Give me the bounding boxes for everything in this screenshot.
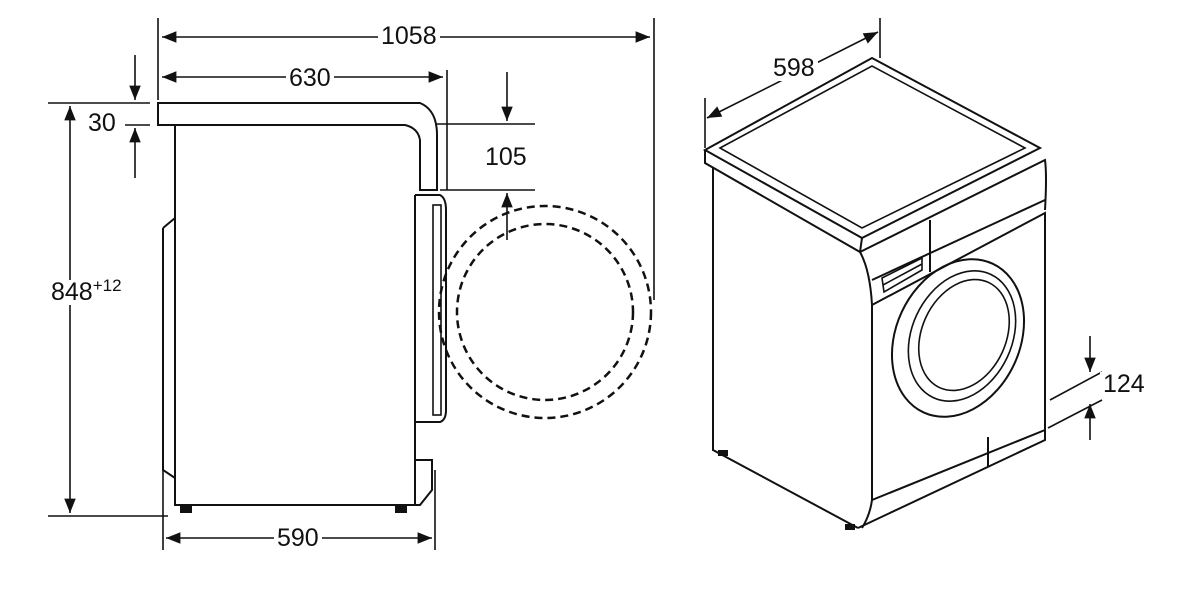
dim-top-thickness: 30 <box>85 111 119 136</box>
door <box>890 258 1026 418</box>
dim-overall-depth: 1058 <box>378 24 440 49</box>
dim-body-depth: 590 <box>274 526 322 551</box>
dim-plinth: 124 <box>1100 372 1148 397</box>
height-tolerance: +12 <box>92 276 122 295</box>
dim-width: 598 <box>770 56 818 81</box>
iso-view <box>702 18 1103 530</box>
height-value: 848 <box>51 278 93 306</box>
dim-height: 848+12 <box>48 277 125 306</box>
side-view <box>48 18 655 550</box>
dim-depth-630: 630 <box>286 66 334 91</box>
door-swing-outer <box>437 204 653 420</box>
door-swing-inner <box>455 222 635 402</box>
dim-door-offset: 105 <box>482 145 530 170</box>
